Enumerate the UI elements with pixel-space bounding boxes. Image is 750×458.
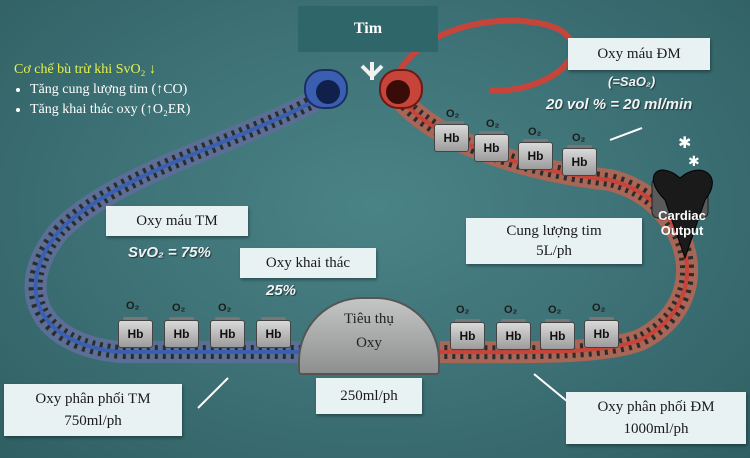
consumption-value: 250ml/ph — [316, 378, 422, 414]
cardiac-output-box: Cung lượng tim 5L/ph — [466, 218, 642, 264]
o2-label: O₂ — [504, 304, 518, 316]
consumption-line-1: Tiêu thụ — [344, 311, 394, 327]
o2-label: O₂ — [592, 302, 606, 314]
oxygen-consumption-building: Tiêu thụ Oxy — [298, 297, 440, 375]
svo2-value: SvO₂ = 75% — [128, 244, 211, 261]
venous-delivery-value: 750ml/ph — [64, 413, 122, 429]
o2-label: O₂ — [172, 302, 186, 314]
cardiac-output-value: 5L/ph — [536, 243, 572, 259]
hb-car: Hb — [562, 145, 597, 176]
venous-delivery-box: Oxy phân phối TM 750ml/ph — [4, 384, 182, 436]
sao2-label: (=SaO₂) — [608, 74, 656, 89]
compensation-mechanism: Cơ chế bù trừ khi SvO₂ ↓ Tăng cung lượng… — [14, 60, 190, 120]
o2-label: O₂ — [572, 132, 586, 144]
engine-line-2: Output — [660, 223, 704, 238]
o2-label: O₂ — [446, 108, 460, 120]
oxygen-extraction-label: Oxy khai thác — [240, 248, 376, 278]
mechanism-title: Cơ chế bù trừ khi SvO₂ ↓ — [14, 62, 156, 77]
venous-delivery-label: Oxy phân phối TM — [35, 391, 151, 407]
hb-car: Hb — [256, 317, 291, 348]
o2-label: O₂ — [218, 302, 232, 314]
hb-car: Hb — [584, 317, 619, 348]
cardiac-output-label: Cung lượng tim — [506, 223, 602, 239]
o2-label: O₂ — [456, 304, 470, 316]
hb-car: Hb — [474, 131, 509, 162]
o2-label: O₂ — [528, 126, 542, 138]
o2-label: O₂ — [486, 118, 500, 130]
mechanism-item: Tăng cung lượng tim (↑CO) — [30, 80, 190, 100]
engine-line-1: Cardiac — [658, 208, 706, 223]
heart-label: Tim — [298, 6, 438, 52]
hb-car: Hb — [496, 319, 531, 350]
venous-tunnel — [304, 69, 348, 109]
hb-car: Hb — [450, 319, 485, 350]
arterial-content-value: 20 vol % = 20 ml/min — [546, 96, 693, 113]
venous-oxygen-label: Oxy máu TM — [106, 206, 248, 236]
arterial-oxygen-label: Oxy máu ĐM — [568, 38, 710, 70]
hb-car: Hb — [540, 319, 575, 350]
arterial-delivery-label: Oxy phân phối ĐM — [597, 399, 715, 415]
mechanism-list: Tăng cung lượng tim (↑CO) Tăng khai thác… — [14, 80, 190, 120]
arterial-delivery-box: Oxy phân phối ĐM 1000ml/ph — [566, 392, 746, 444]
extraction-value: 25% — [266, 282, 297, 299]
arterial-tunnel — [379, 69, 423, 109]
hb-car: Hb — [164, 317, 199, 348]
cardiac-output-engine: ✱ ✱ — [651, 133, 713, 260]
mechanism-item: Tăng khai thác oxy (↑O₂ER) — [30, 100, 190, 120]
hb-car: Hb — [210, 317, 245, 348]
engine-text: Cardiac Output — [654, 208, 710, 238]
consumption-line-2: Oxy — [356, 335, 382, 351]
arterial-delivery-value: 1000ml/ph — [623, 421, 689, 437]
hb-car: Hb — [434, 121, 469, 152]
svg-text:✱: ✱ — [688, 154, 700, 170]
o2-label: O₂ — [548, 304, 562, 316]
hb-car: Hb — [518, 139, 553, 170]
svg-text:✱: ✱ — [678, 133, 691, 152]
hb-car: Hb — [118, 317, 153, 348]
heart-connector — [360, 62, 384, 80]
o2-label: O₂ — [126, 300, 140, 312]
